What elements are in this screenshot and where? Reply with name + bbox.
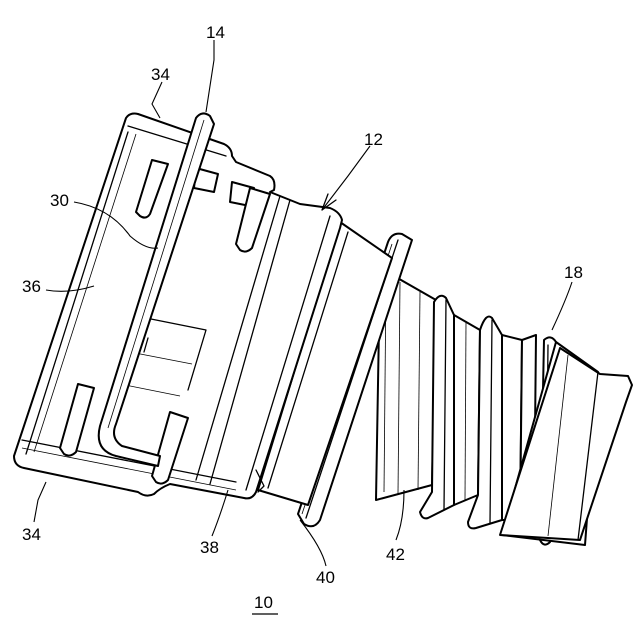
ref-label-10: 10	[254, 593, 273, 612]
ref-label-38: 38	[200, 538, 219, 557]
ref-label-18: 18	[564, 263, 583, 282]
ref-label-34-top: 34	[151, 65, 170, 84]
ref-label-42: 42	[386, 545, 405, 564]
ref-label-36: 36	[22, 277, 41, 296]
ref-label-14: 14	[206, 23, 225, 42]
ref-label-30: 30	[50, 191, 69, 210]
ref-label-34-bottom: 34	[22, 525, 41, 544]
bellows-valley-1	[454, 315, 480, 505]
ref-label-12: 12	[364, 130, 383, 149]
ref-label-40: 40	[316, 568, 335, 587]
